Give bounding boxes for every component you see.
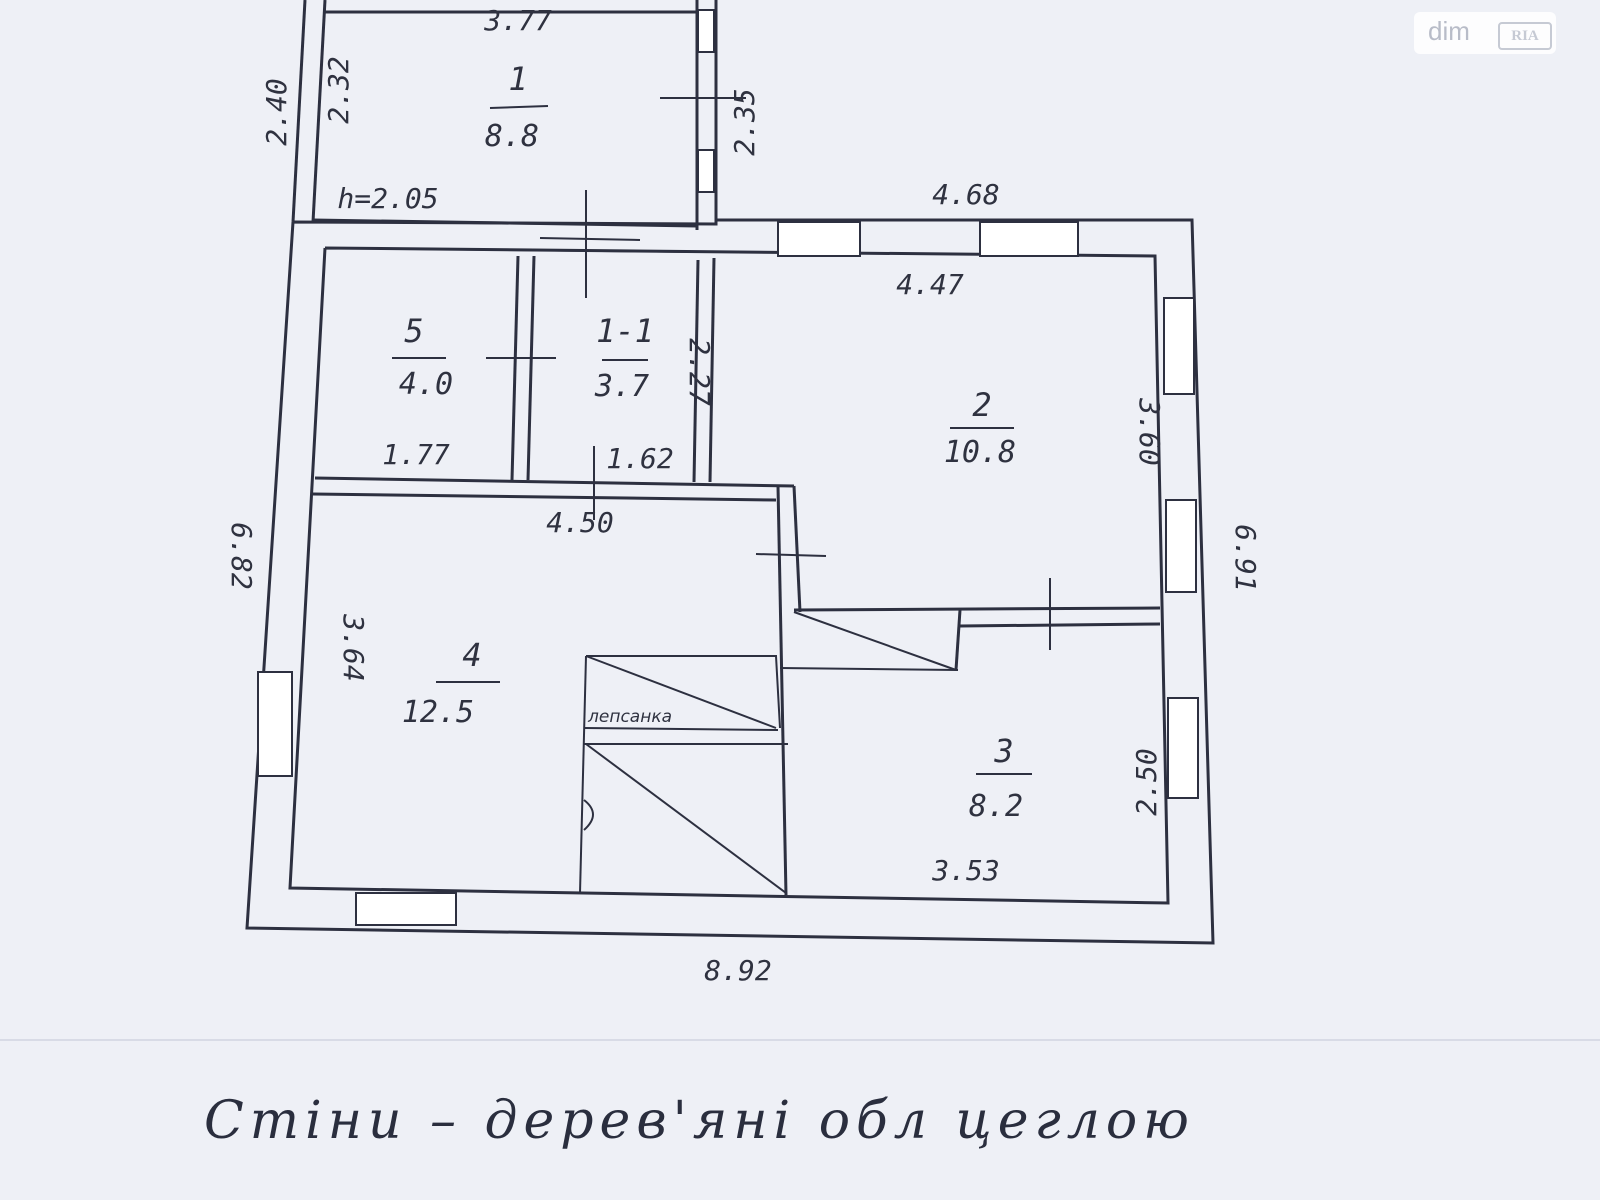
dimension: 4.68 bbox=[932, 178, 999, 211]
dimension-labels: 3.77 2.32 2.40 2.35 h=2.05 4.68 4.47 2.2… bbox=[225, 4, 1262, 987]
watermark-logo: RIA bbox=[1498, 22, 1552, 50]
room-area: 8.2 bbox=[969, 789, 1023, 824]
windows bbox=[257, 221, 1199, 926]
interior-walls bbox=[312, 247, 1161, 896]
door-marks bbox=[486, 97, 1051, 650]
room-area: 8.8 bbox=[485, 119, 539, 154]
dimension: 1.62 bbox=[606, 442, 673, 475]
dimension: 1.77 bbox=[382, 438, 450, 471]
dimension: 6.91 bbox=[1229, 524, 1262, 591]
dimension: 6.82 bbox=[225, 522, 258, 589]
stair-label: лепсанка bbox=[587, 707, 672, 727]
room-number: 4 bbox=[462, 636, 481, 674]
dimension: 3.60 bbox=[1133, 397, 1166, 465]
watermark bbox=[1414, 12, 1556, 54]
room-area: 10.8 bbox=[944, 435, 1016, 470]
dimension: 2.32 bbox=[322, 56, 355, 123]
room-area: 3.7 bbox=[594, 369, 649, 404]
room-number: 1-1 bbox=[596, 312, 654, 350]
room-area: 12.5 bbox=[402, 695, 474, 730]
room-number: 5 bbox=[404, 312, 423, 350]
watermark-text: dim bbox=[1428, 16, 1470, 46]
dimension: 4.47 bbox=[896, 268, 964, 301]
dimension: 3.77 bbox=[483, 4, 552, 37]
footer-note: Стіни – дерев'яні обл цеглою bbox=[204, 1091, 1195, 1151]
dimension: 8.92 bbox=[704, 954, 771, 987]
outer-walls bbox=[245, 218, 1215, 945]
dimension: 3.53 bbox=[931, 854, 999, 887]
room-area: 4.0 bbox=[399, 367, 453, 402]
room-labels: 1 8.8 1-1 3.7 2 10.8 3 8.2 4 12.5 5 4.0 … bbox=[392, 60, 1032, 824]
dimension: 3.64 bbox=[337, 613, 370, 681]
room-number: 3 bbox=[993, 732, 1013, 770]
dimension: 2.40 bbox=[260, 78, 293, 145]
dimension: 2.50 bbox=[1130, 748, 1163, 815]
room-number: 1 bbox=[508, 60, 527, 98]
dimension: 4.50 bbox=[546, 506, 613, 539]
dimension: h=2.05 bbox=[337, 182, 438, 215]
dimension: 2.35 bbox=[728, 88, 761, 155]
room-number: 2 bbox=[972, 386, 991, 424]
dimension: 2.27 bbox=[683, 338, 716, 406]
